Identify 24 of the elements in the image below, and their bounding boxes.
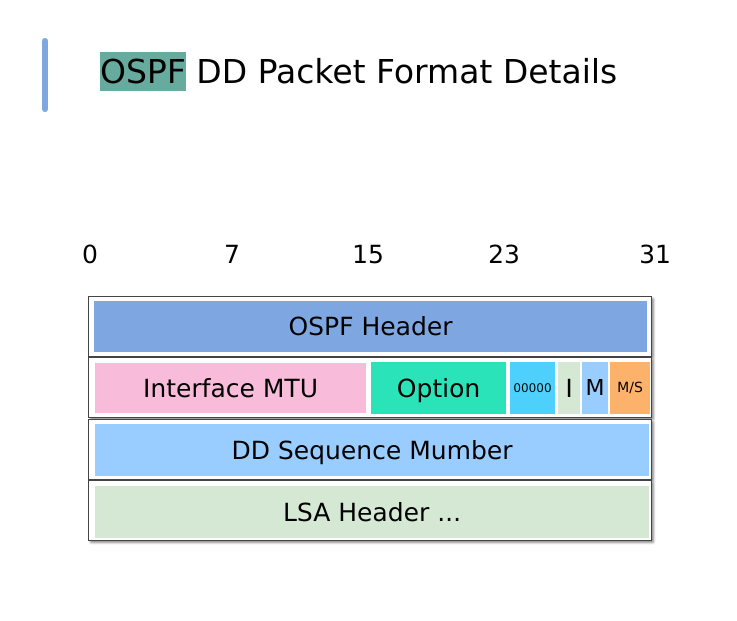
field-name: Interface MTU — [142, 374, 318, 402]
packet-field — [510, 362, 555, 414]
field-name: OSPF Header — [288, 312, 452, 341]
field-name: DD Sequence Mumber — [231, 436, 512, 464]
packet-field — [610, 362, 650, 414]
bit-number: 15 — [352, 240, 384, 269]
field-name: LSA Header ... — [282, 498, 462, 526]
packet-field — [371, 362, 506, 414]
field-name: M — [586, 376, 604, 400]
field-name: Option — [396, 374, 480, 402]
bit-number: 23 — [488, 240, 520, 269]
field-name: 00000 — [513, 381, 552, 395]
bit-number: 0 — [82, 240, 98, 269]
packet-field — [582, 362, 608, 414]
packet-field — [94, 301, 647, 352]
title: OSPF DD Packet Format Details — [100, 52, 618, 91]
packet-field — [95, 424, 649, 476]
bit-number: 31 — [639, 240, 671, 269]
packet-field — [95, 486, 649, 538]
packet-field — [558, 362, 580, 414]
field-name: I — [565, 374, 573, 402]
packet-field — [95, 363, 366, 413]
field-name: M/S — [617, 380, 643, 396]
bit-number: 7 — [224, 240, 240, 269]
